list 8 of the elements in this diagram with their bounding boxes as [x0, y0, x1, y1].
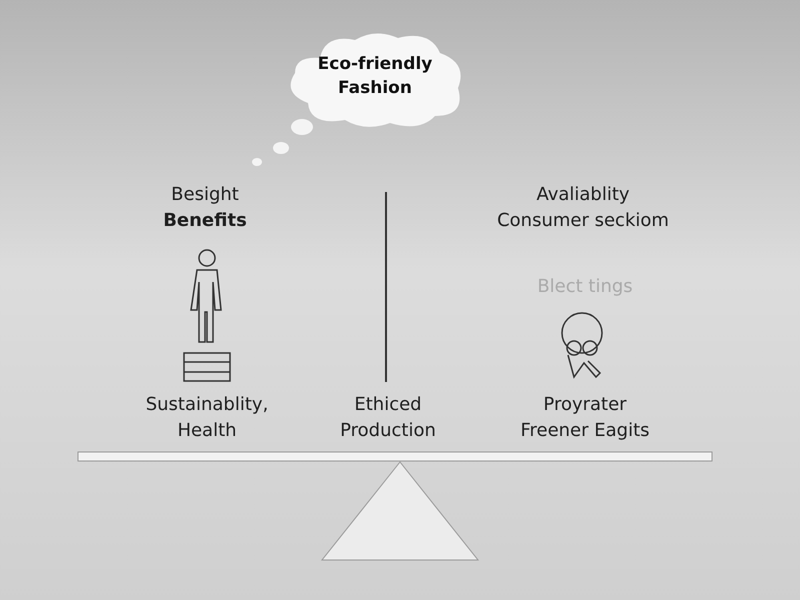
heading-text: Avaliablity — [536, 183, 630, 207]
cloud-text: Eco-friendly Fashion — [316, 53, 434, 100]
heading-text: Besight — [171, 183, 239, 207]
heading-text: Benefits — [163, 209, 247, 233]
caption-text: Proyrater Freener Eagits — [519, 393, 651, 443]
heading-text: Consumer seckiom — [497, 209, 669, 233]
caption-text: Sustainablity, Health — [144, 393, 270, 443]
caption-text: Ethiced Production — [339, 393, 437, 443]
